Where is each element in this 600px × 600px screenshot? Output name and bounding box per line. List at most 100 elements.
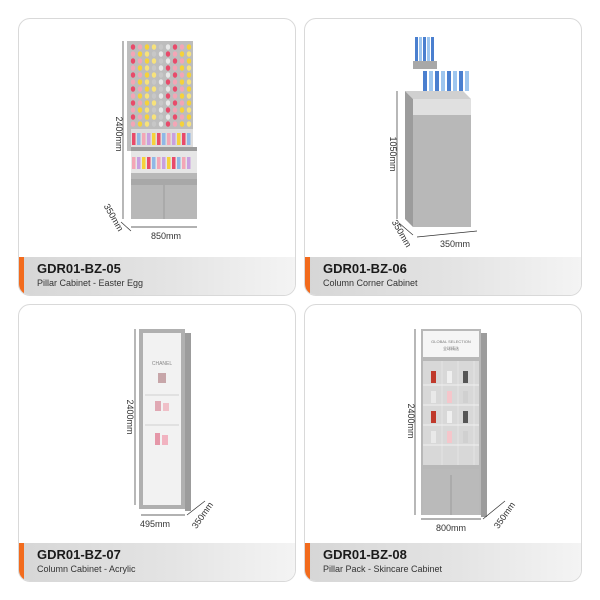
product-bottle [172,133,176,145]
water-bottle [419,37,422,61]
easter-egg [172,121,178,127]
easter-egg [151,100,157,106]
easter-egg [158,65,164,71]
product-image: 2400mm 850mm 350mm [19,19,295,259]
easter-egg [165,121,171,127]
skincare-product [463,391,468,403]
product-bottle [132,133,136,145]
easter-egg [130,86,136,92]
easter-egg [158,86,164,92]
product-bottle [162,435,168,445]
easter-egg [137,72,143,78]
easter-egg [144,65,150,71]
height-dimension: 2400mm [114,116,124,151]
product-name: Column Cabinet - Acrylic [37,564,136,574]
skincare-product [431,371,436,383]
water-bottle [423,71,427,91]
pillar-pack-skincare-cabinet-illustration: GLOBAL SELECTION 全球精选 2400mm 800mm 350mm [406,329,517,533]
depth-dimension-line [186,500,206,516]
skincare-product [447,411,452,423]
height-dimension: 2400mm [406,403,416,438]
width-dimension: 800mm [436,523,466,533]
easter-egg [137,121,143,127]
easter-egg [137,51,143,57]
height-dimension: 2400mm [125,399,135,434]
easter-egg [172,93,178,99]
easter-egg [172,65,178,71]
easter-egg [151,51,157,57]
cabinet-body [413,115,471,227]
product-bottle [177,157,181,169]
header-sign [423,331,479,357]
product-name: Column Corner Cabinet [323,278,418,288]
skincare-product [431,431,436,443]
cabinet-top [405,91,471,99]
easter-egg [130,121,136,127]
product-bottle [142,133,146,145]
product-image: CHANEL 2400mm 495mm 350mm [19,305,295,545]
product-code: GDR01-BZ-07 [37,547,121,562]
easter-egg [144,86,150,92]
depth-dimension: 350mm [190,500,215,530]
easter-egg [179,44,185,50]
easter-egg [165,65,171,71]
easter-egg [144,79,150,85]
easter-egg [172,114,178,120]
easter-egg [151,58,157,64]
easter-egg [137,79,143,85]
product-card-gdr01-bz-07[interactable]: CHANEL 2400mm 495mm 350mm GDR01-BZ-07 Co… [18,304,296,582]
product-bottle [182,133,186,145]
cabinet-side [481,333,487,517]
easter-egg [151,65,157,71]
easter-egg [165,86,171,92]
easter-egg [172,58,178,64]
easter-egg [165,79,171,85]
product-image: GLOBAL SELECTION 全球精选 2400mm 800mm 350mm [305,305,581,545]
product-card-gdr01-bz-05[interactable]: 2400mm 850mm 350mm GDR01-BZ-05 Pillar Ca… [18,18,296,296]
depth-dimension: 350mm [492,500,517,530]
easter-egg [137,65,143,71]
easter-egg [165,93,171,99]
easter-egg [186,58,192,64]
depth-dimension-line [482,500,506,520]
easter-egg [172,72,178,78]
easter-egg [186,100,192,106]
shelf-edge [131,147,197,151]
skincare-product [431,391,436,403]
easter-egg [130,65,136,71]
product-bottle [162,133,166,145]
water-bottle [447,71,451,91]
product-bottle [162,157,166,169]
product-code: GDR01-BZ-05 [37,261,121,276]
skincare-product [447,391,452,403]
easter-egg [165,51,171,57]
pillar-cabinet-easter-egg-illustration: 2400mm 850mm 350mm [102,41,197,241]
product-card-gdr01-bz-06[interactable]: 1050mm 350mm 350mm GDR01-BZ-06 Column Co… [304,18,582,296]
easter-egg [172,86,178,92]
water-bottle [459,71,463,91]
bottle-row-top [415,37,434,61]
product-name: Pillar Cabinet - Easter Egg [37,278,144,288]
top-display-box [413,61,437,69]
product-bottle [172,157,176,169]
easter-egg [165,58,171,64]
product-bottle [132,157,136,169]
easter-egg [151,79,157,85]
easter-egg [172,100,178,106]
bottle-row-lower [423,71,469,91]
easter-egg [179,86,185,92]
easter-egg [144,114,150,120]
water-bottle [423,37,426,61]
easter-egg [165,44,171,50]
card-footer: GDR01-BZ-07 Column Cabinet - Acrylic [19,543,295,581]
product-card-gdr01-bz-08[interactable]: GLOBAL SELECTION 全球精选 2400mm 800mm 350mm… [304,304,582,582]
product-code: GDR01-BZ-08 [323,547,407,562]
brand-logo-text: CHANEL [152,361,173,367]
easter-egg [179,93,185,99]
egg-grid [130,44,192,127]
easter-egg [186,114,192,120]
skincare-product [463,371,468,383]
bottle-row [132,133,191,145]
easter-egg [158,114,164,120]
easter-egg [137,114,143,120]
